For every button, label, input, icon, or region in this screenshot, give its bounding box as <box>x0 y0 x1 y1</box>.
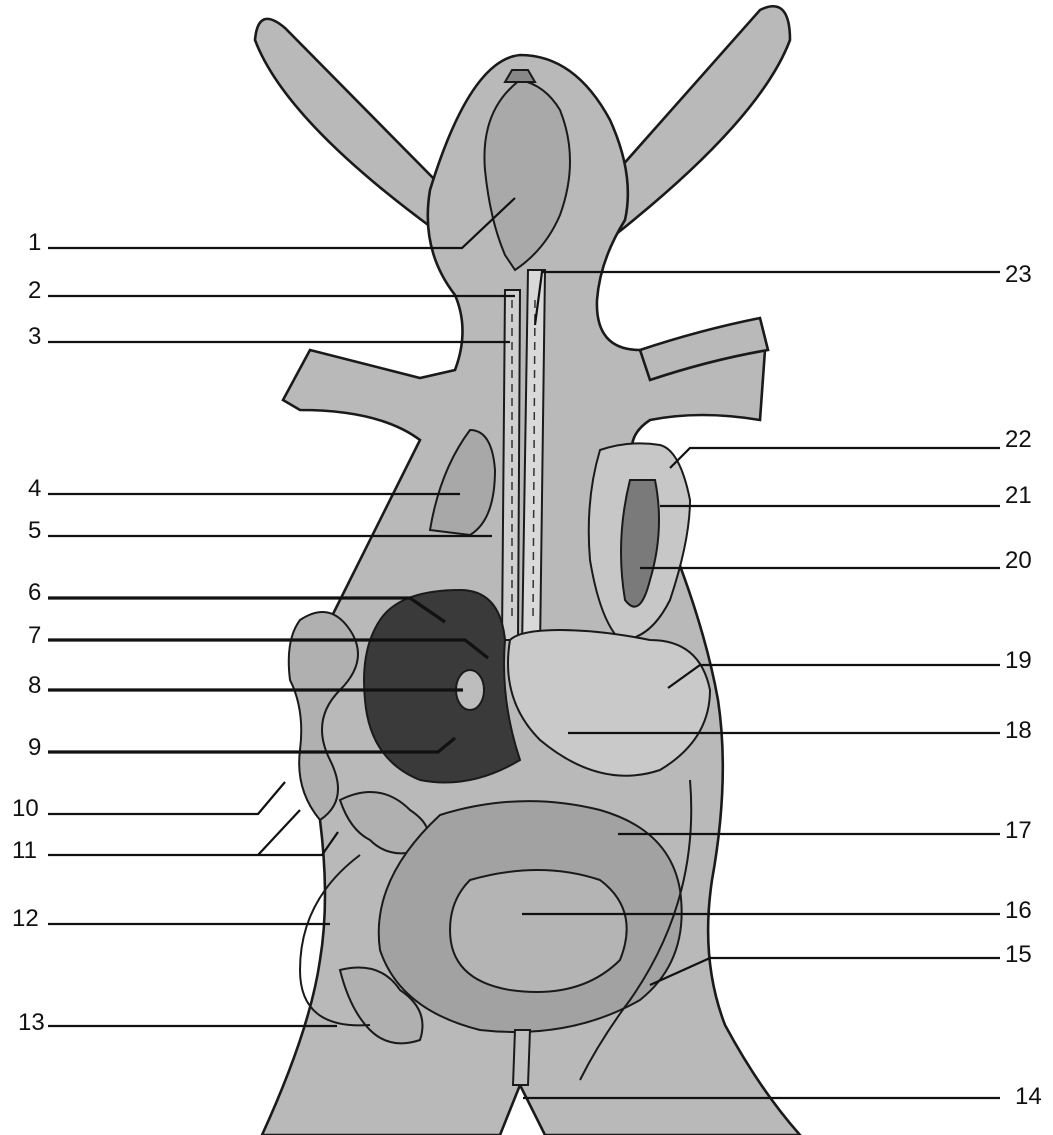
label-15: 15 <box>1005 941 1032 968</box>
label-3: 3 <box>28 323 41 350</box>
label-4: 4 <box>28 475 41 502</box>
left-ear <box>255 19 440 230</box>
label-22: 22 <box>1005 426 1032 453</box>
label-14: 14 <box>1015 1083 1042 1110</box>
label-11: 11 <box>12 837 37 864</box>
label-5: 5 <box>28 517 41 544</box>
label-12: 12 <box>12 905 39 932</box>
label-10: 10 <box>12 795 39 822</box>
right-ear <box>605 6 790 235</box>
label-23: 23 <box>1005 261 1032 288</box>
label-7: 7 <box>28 622 41 649</box>
label-2: 2 <box>28 277 41 304</box>
label-16: 16 <box>1005 897 1032 924</box>
rectum <box>513 1030 530 1085</box>
label-20: 20 <box>1005 547 1032 574</box>
label-9: 9 <box>28 734 41 761</box>
label-21: 21 <box>1005 482 1032 509</box>
label-18: 18 <box>1005 717 1032 744</box>
label-1: 1 <box>28 229 41 256</box>
label-13: 13 <box>18 1009 45 1036</box>
label-6: 6 <box>28 579 41 606</box>
large-intestine <box>379 801 682 1032</box>
label-19: 19 <box>1005 647 1032 674</box>
label-17: 17 <box>1005 817 1032 844</box>
label-8: 8 <box>28 672 41 699</box>
